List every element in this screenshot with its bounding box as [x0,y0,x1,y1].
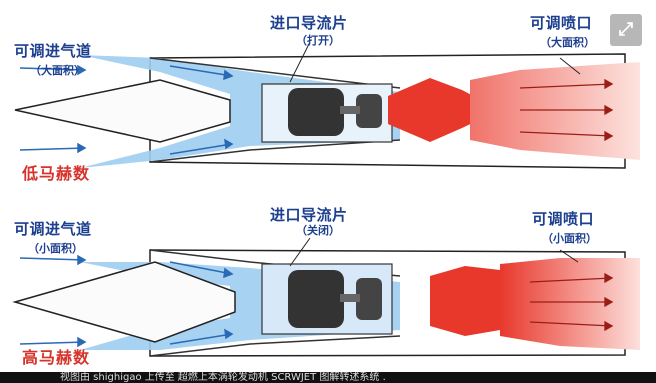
engine-high-mach [15,238,640,356]
expand-button[interactable]: ⤢ [610,14,642,46]
inlet-cone-top [15,80,230,142]
caption-text: 视图由 shighigao 上传至 超燃上本涡轮发动机 SCRWJET 图解转述… [60,373,386,383]
bottom-inlet-sub: （小面积） [28,240,83,256]
top-nozzle-label: 可调喷口 [530,12,592,33]
bottom-inlet-label: 可调进气道 [14,218,92,239]
top-guide-label: 进口导流片 [270,12,348,33]
top-inlet-sub: （大面积） [30,62,85,78]
top-inlet-label: 可调进气道 [14,40,92,61]
bottom-nozzle-sub: （小面积） [542,230,597,246]
exhaust-plume-bottom [500,258,640,350]
engine-low-mach [15,42,640,168]
low-mach-label: 低马赫数 [22,160,90,184]
bottom-nozzle-label: 可调喷口 [532,208,594,229]
bottom-guide-sub: （关闭） [296,222,340,238]
caption-bar: 视图由 shighigao 上传至 超燃上本涡轮发动机 SCRWJET 图解转述… [0,372,656,383]
expand-icon: ⤢ [619,21,633,39]
high-mach-label: 高马赫数 [22,344,90,368]
top-nozzle-sub: （大面积） [540,34,595,50]
compressor-bottom [288,270,344,328]
top-guide-sub: （打开） [296,32,340,48]
compressor-top [288,88,344,136]
exhaust-plume-top [470,62,640,160]
